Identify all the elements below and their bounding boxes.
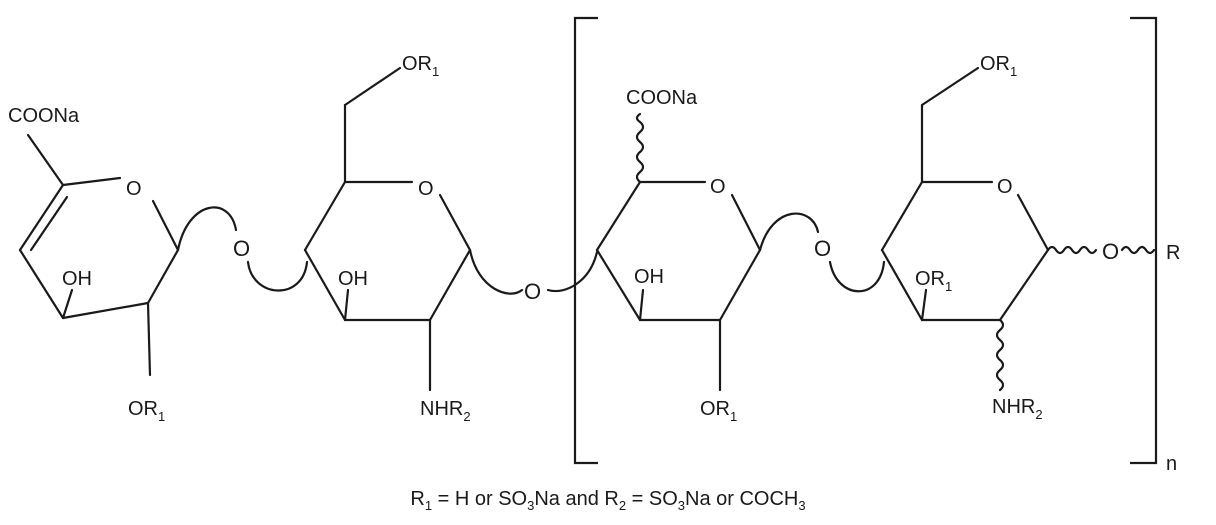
coona-a-label: COONa [8,105,80,127]
terminal-r-wavy-bond [1120,245,1156,255]
ring-c-bonds [595,112,762,392]
oh-b-label: OH [338,268,368,290]
or1-a-label: OR1 [128,398,165,424]
or1-b-6-label: OR1 [402,53,439,79]
ring-b-bonds [303,66,472,392]
terminal-r-label: R [1166,242,1180,264]
nhr2-b-label: NHR2 [420,398,471,424]
repeat-bracket-left [573,16,598,465]
coona-c-wavy-bond [635,112,645,184]
or1-d-3-label: OR1 [915,268,952,294]
link-bc-curve-2 [546,250,599,293]
oh-c-label: OH [634,266,664,288]
link-ab-oxygen: O [233,236,250,261]
substituent-caption: R1 = H or SO3Na and R2 = SO3Na or COCH3 [410,488,805,513]
terminal-oxygen: O [1102,239,1119,264]
link-cd-oxygen: O [814,236,831,261]
coona-c-label: COONa [626,87,698,109]
link-bc-curve-1 [468,248,524,295]
nhr2-d-wavy-bond [995,318,1005,392]
or1-d-6-label: OR1 [980,53,1017,79]
ring-d-oxygen: O [997,176,1013,198]
ring-a-oxygen: O [126,178,142,200]
link-bc-oxygen: O [524,279,541,304]
ring-d-bonds [880,66,1156,392]
link-ab-curve-1 [176,206,238,252]
nhr2-d-label: NHR2 [992,396,1043,422]
link-cd-curve-2 [828,260,886,293]
oh-a-label: OH [62,268,92,290]
or1-c-label: OR1 [700,398,737,424]
anomeric-wavy-bond [1046,245,1098,255]
ring-a-bonds [18,133,180,377]
ring-c-oxygen: O [710,176,726,198]
link-ab-curve-2 [246,260,309,292]
repeat-bracket-right [1130,16,1158,465]
link-cd-curve-1 [758,212,820,252]
repeat-n-label: n [1166,453,1177,475]
ring-b-oxygen: O [418,178,434,200]
